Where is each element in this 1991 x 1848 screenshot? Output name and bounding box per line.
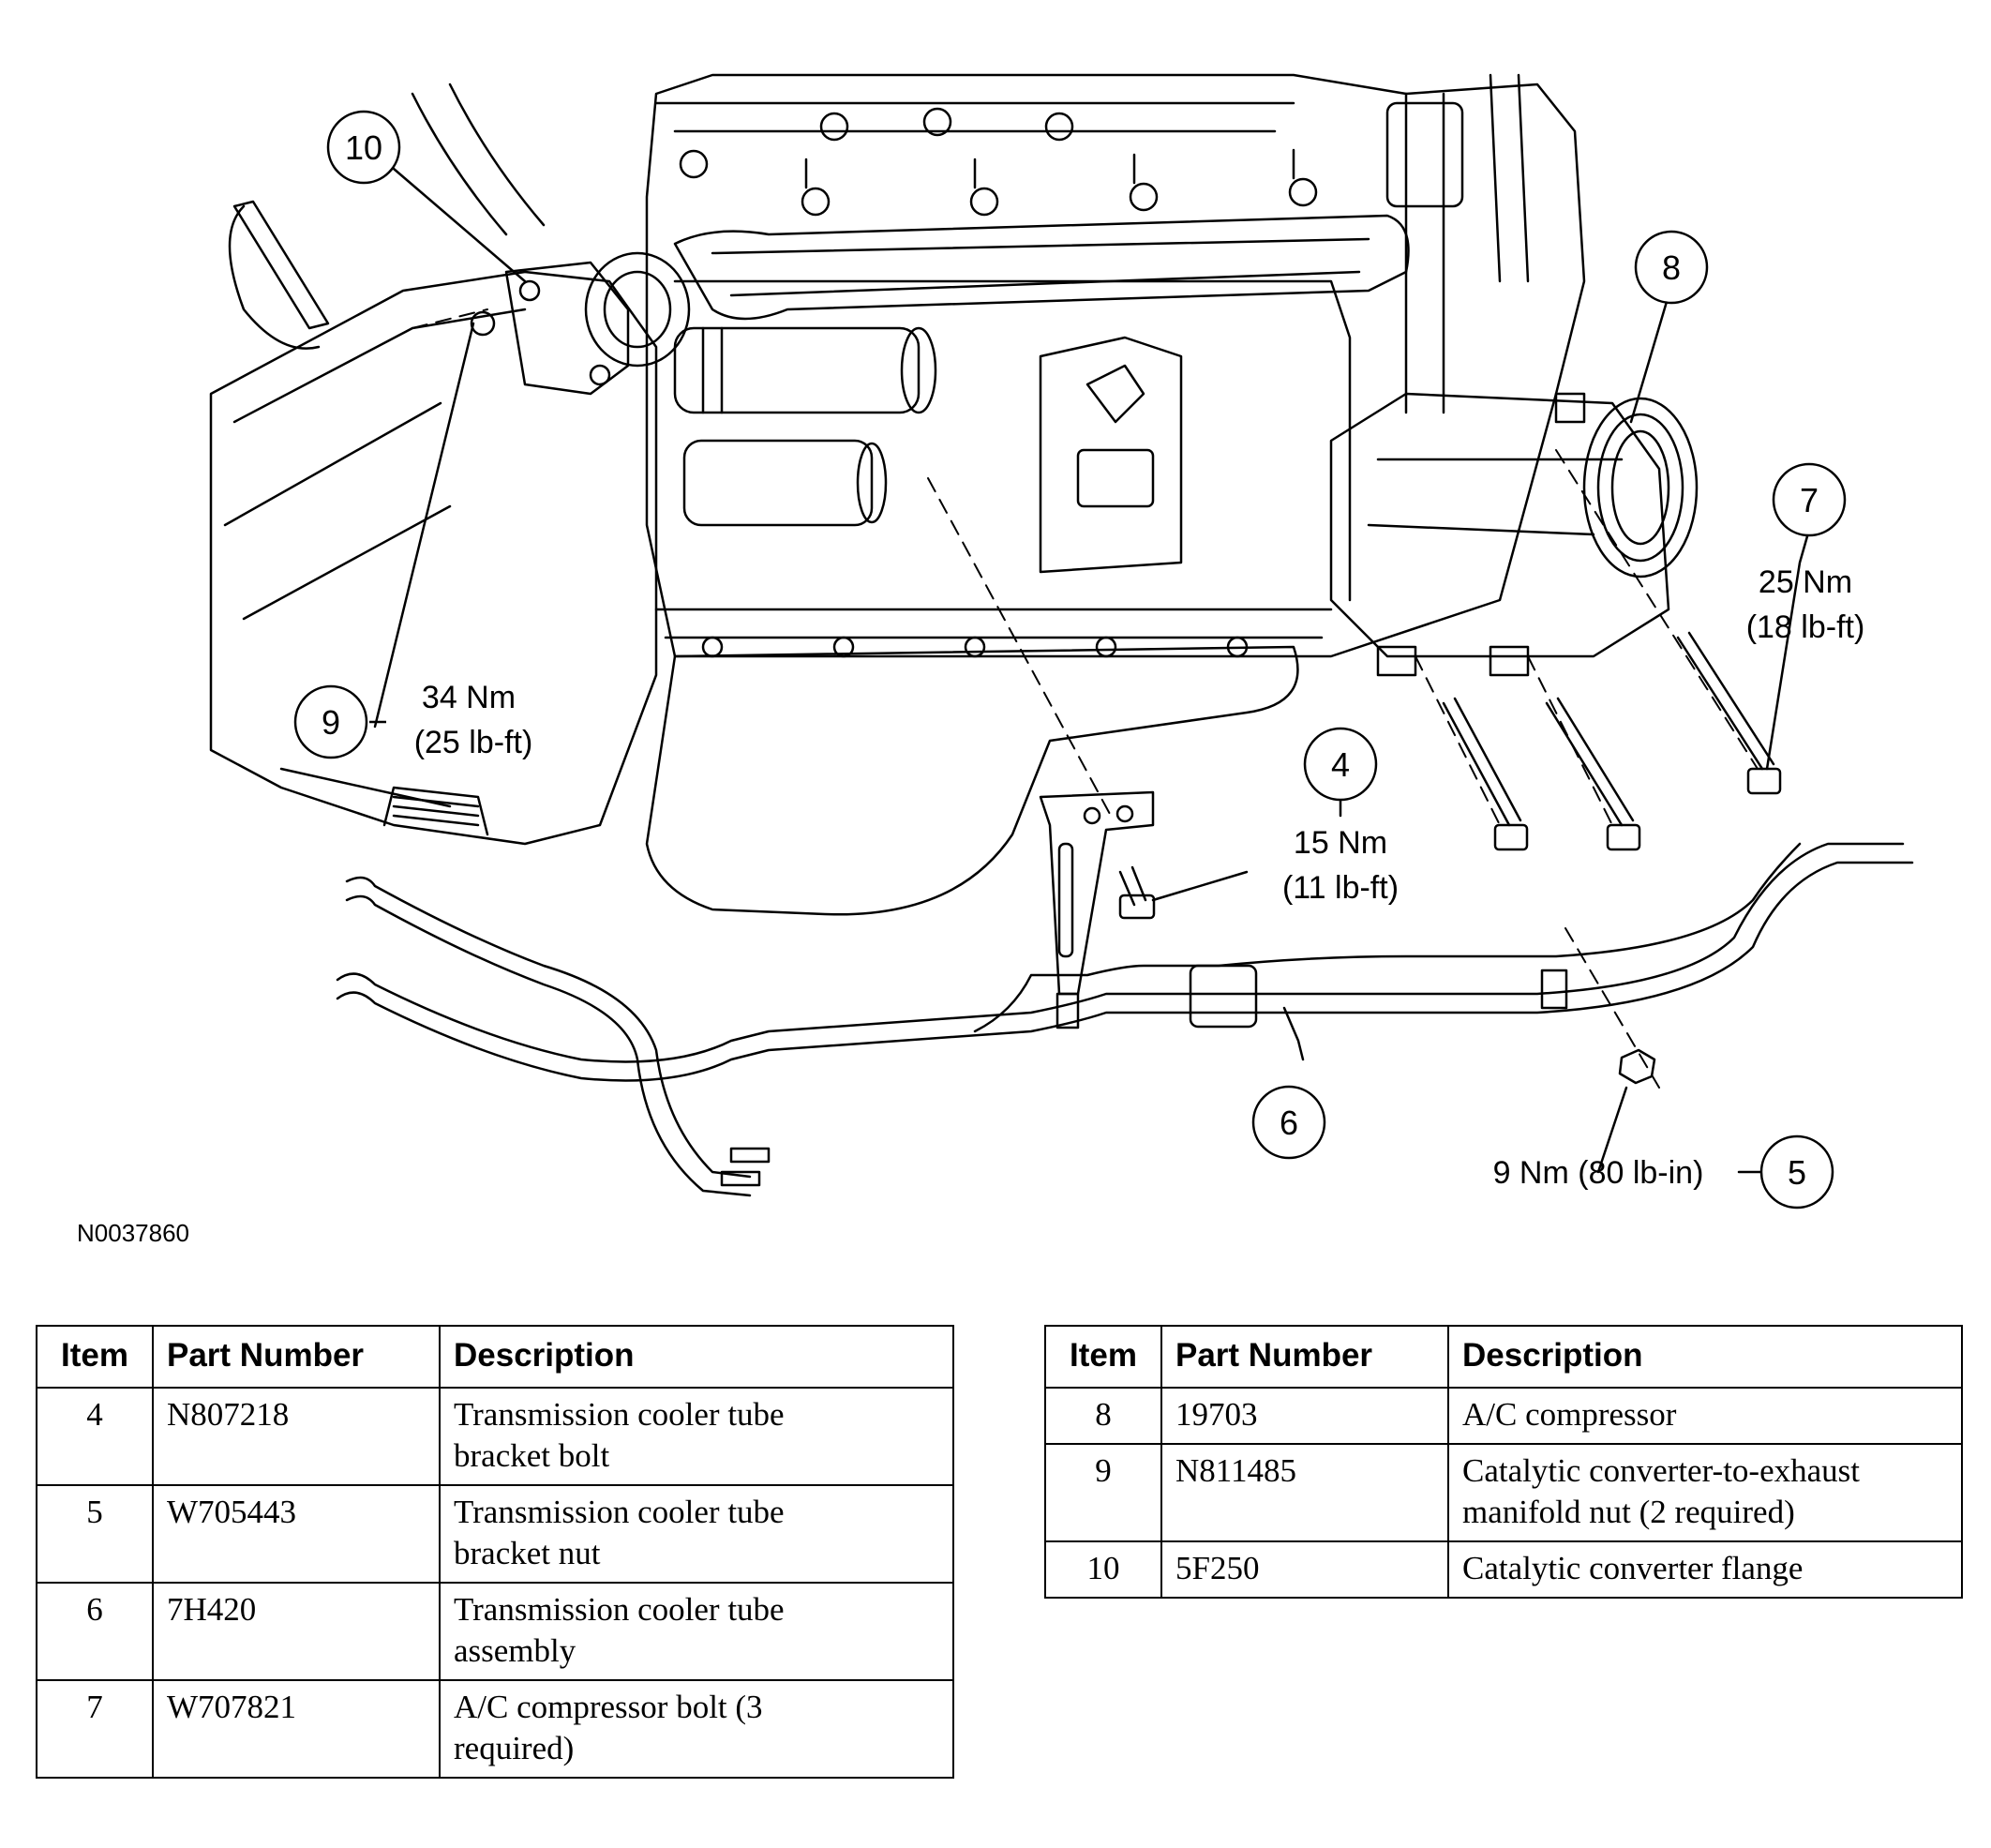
item-number: 7 (36, 1679, 154, 1779)
refrigerant-lines (1385, 73, 1530, 414)
exhaust-manifold (584, 148, 1410, 368)
parts-table-left: Item Part Number Description 4 N807218 T… (36, 1325, 954, 1779)
oxygen-sensor (232, 200, 330, 330)
exhaust-pipe (411, 83, 546, 236)
svg-text:4: 4 (1331, 745, 1350, 784)
part-number: 7H420 (152, 1582, 441, 1681)
part-number: N811485 (1160, 1443, 1449, 1542)
header-item: Item (36, 1325, 154, 1389)
starter-motor (673, 326, 937, 527)
catalytic-converter-flange (470, 261, 630, 396)
callout-9: 9 34 Nm (25 lb-ft) (293, 680, 533, 760)
oil-pan (645, 645, 1299, 916)
svg-text:6: 6 (1280, 1104, 1298, 1142)
engine-block (645, 73, 1586, 658)
table-header-row: Item Part Number Description (36, 1325, 954, 1389)
part-number: 5F250 (1160, 1540, 1449, 1599)
oxygen-sensor-wire (228, 204, 321, 350)
item-number: 5 (36, 1484, 154, 1584)
header-description: Description (1447, 1325, 1963, 1389)
item-number: 9 (1044, 1443, 1162, 1542)
svg-text:15 Nm: 15 Nm (1294, 825, 1387, 861)
part-number: W707821 (152, 1679, 441, 1779)
callout-10: 10 (326, 110, 401, 185)
svg-text:9: 9 (322, 703, 340, 742)
table-row: 9 N811485 Catalytic converter-to-exhaust… (1044, 1443, 1963, 1542)
item-number: 10 (1044, 1540, 1162, 1599)
item-number: 4 (36, 1387, 154, 1486)
table-header-row: Item Part Number Description (1044, 1325, 1963, 1389)
part-number: 19703 (1160, 1387, 1449, 1445)
assembly-alignment-lines (412, 308, 1759, 1089)
ac-compressor (1329, 392, 1699, 677)
cooler-tube-bracket (1039, 790, 1155, 996)
cooler-tube-bracket-bolt (1118, 865, 1156, 920)
svg-text:(25 lb-ft): (25 lb-ft) (414, 725, 533, 760)
callout-4: 4 15 Nm (11 lb-ft) (1282, 727, 1399, 906)
callout-leader-lines (373, 167, 1811, 1174)
svg-text:7: 7 (1800, 481, 1819, 519)
header-part-number: Part Number (1160, 1325, 1449, 1389)
svg-text:(18 lb-ft): (18 lb-ft) (1746, 609, 1865, 645)
callout-8: 8 (1634, 230, 1709, 305)
callout-7: 7 25 Nm (18 lb-ft) (1746, 462, 1865, 645)
item-number: 6 (36, 1582, 154, 1681)
part-description: A/C compressor (1447, 1387, 1963, 1445)
table-row: 10 5F250 Catalytic converter flange (1044, 1540, 1963, 1599)
ac-compressor-bolts (1442, 631, 1782, 851)
svg-text:9 Nm (80 lb-in): 9 Nm (80 lb-in) (1493, 1155, 1704, 1191)
svg-text:(11 lb-ft): (11 lb-ft) (1282, 870, 1399, 906)
catalytic-converter (209, 270, 658, 846)
part-description: Catalytic converter flange (1447, 1540, 1963, 1599)
callout-5: 9 Nm (80 lb-in) 5 (1493, 1134, 1834, 1209)
svg-text:5: 5 (1788, 1153, 1806, 1192)
cooler-tube-bracket-nut (1618, 1048, 1656, 1085)
svg-text:8: 8 (1662, 248, 1681, 287)
diagram-reference-code: N0037860 (77, 1219, 189, 1247)
svg-text:10: 10 (345, 128, 382, 167)
header-item: Item (1044, 1325, 1162, 1389)
parts-table-right: Item Part Number Description 8 19703 A/C… (1044, 1325, 1963, 1599)
part-number: W705443 (152, 1484, 441, 1584)
header-part-number: Part Number (152, 1325, 441, 1389)
svg-text:34 Nm: 34 Nm (422, 680, 516, 715)
part-number: N807218 (152, 1387, 441, 1486)
header-description: Description (439, 1325, 954, 1389)
table-row: 8 19703 A/C compressor (1044, 1387, 1963, 1445)
callout-6: 6 (1251, 1085, 1326, 1160)
svg-text:25 Nm: 25 Nm (1759, 564, 1852, 600)
transmission-cooler-tube-assembly (336, 842, 1914, 1197)
engine-mount (1039, 336, 1183, 574)
item-number: 8 (1044, 1387, 1162, 1445)
engine-exploded-diagram: 10 8 7 25 Nm (18 lb-ft) 9 34 Nm (25 lb-f… (209, 73, 1914, 1209)
